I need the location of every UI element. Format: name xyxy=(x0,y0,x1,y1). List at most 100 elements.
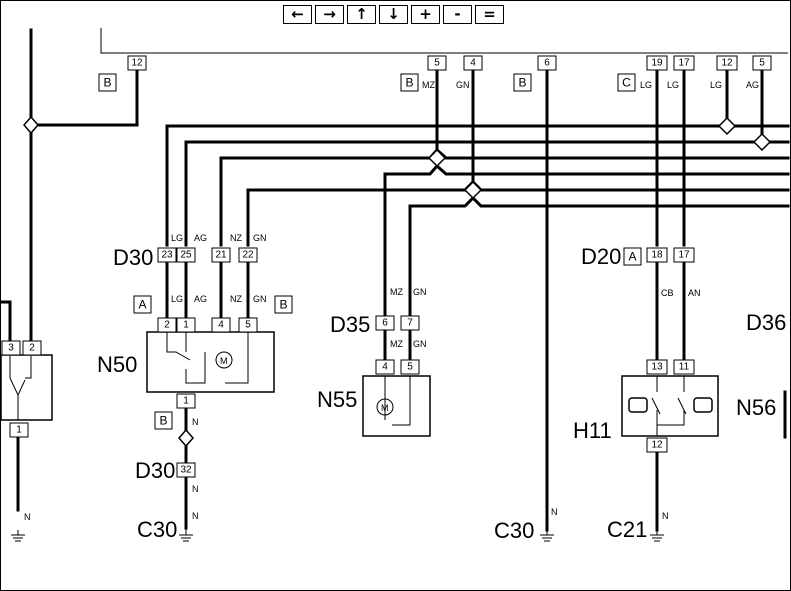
wire-ag-bus xyxy=(184,140,790,247)
svg-text:22: 22 xyxy=(242,250,254,261)
component-label-n55: N55 xyxy=(317,387,357,412)
component-label-c30: C30 xyxy=(137,517,177,542)
wire-label: AG xyxy=(194,233,207,243)
svg-text:5: 5 xyxy=(759,58,765,69)
connector-tag: B xyxy=(513,73,532,92)
pan-down-button[interactable]: ↓ xyxy=(379,5,408,24)
svg-text:4: 4 xyxy=(382,362,388,373)
pan-right-button[interactable]: → xyxy=(315,5,344,24)
wire-label: LG xyxy=(640,80,652,90)
svg-text:18: 18 xyxy=(651,250,663,261)
svg-text:2: 2 xyxy=(164,320,170,331)
ground-icon xyxy=(179,528,193,542)
connector-pin: 2 xyxy=(157,317,177,333)
wire-label: CB xyxy=(661,288,674,298)
wire-label: AG xyxy=(194,294,207,304)
junction-node xyxy=(717,116,737,136)
junction-node xyxy=(23,115,39,135)
h11-wiring xyxy=(656,376,685,436)
svg-text:23: 23 xyxy=(161,250,173,261)
component-label-c21: C21 xyxy=(607,517,647,542)
connector-pin: 6 xyxy=(375,315,395,331)
n50-body xyxy=(146,331,275,393)
n55-wiring xyxy=(384,376,411,426)
zoom-in-button[interactable]: + xyxy=(411,5,440,24)
junction-node xyxy=(463,180,483,200)
svg-text:4: 4 xyxy=(218,320,224,331)
wire-label: GN xyxy=(456,80,470,90)
svg-text:5: 5 xyxy=(407,362,413,373)
ground-icon xyxy=(650,530,664,542)
junction-node xyxy=(752,132,772,152)
component-label-d30: D30 xyxy=(113,245,153,270)
wire-label: N xyxy=(192,484,199,494)
connector-pin: 5 xyxy=(400,359,420,375)
connector-pin: 32 xyxy=(176,462,196,478)
svg-text:A: A xyxy=(628,250,636,264)
connector-tag: B xyxy=(274,295,293,314)
component-label-d30-ground: D30 xyxy=(135,458,175,483)
left-component-body xyxy=(0,354,53,421)
wire-label: LG xyxy=(171,233,183,243)
connector-tag: A xyxy=(133,295,152,314)
pan-left-button[interactable]: ← xyxy=(283,5,312,24)
zoom-out-button[interactable]: - xyxy=(443,5,472,24)
zoom-fit-button[interactable]: = xyxy=(475,5,504,24)
wire-label: N xyxy=(24,512,31,522)
connector-pin: 19 xyxy=(646,55,668,71)
wire-label: MZ xyxy=(390,339,403,349)
pan-up-button[interactable]: ↑ xyxy=(347,5,376,24)
svg-text:13: 13 xyxy=(651,362,663,373)
connector-pin: 12 xyxy=(716,55,738,71)
svg-text:17: 17 xyxy=(678,58,690,69)
door-icon xyxy=(693,397,713,413)
connector-pin: 7 xyxy=(400,315,420,331)
ground-icon xyxy=(11,530,25,542)
svg-text:A: A xyxy=(138,298,146,312)
wire-lg-bus xyxy=(165,124,790,247)
svg-text:2: 2 xyxy=(29,343,35,354)
connector-pin: 4 xyxy=(211,317,231,333)
svg-text:11: 11 xyxy=(679,362,690,373)
connector-pin: 17 xyxy=(673,247,695,263)
connector-pin: 5 xyxy=(752,55,772,71)
wire-label: N xyxy=(662,511,669,521)
svg-text:B: B xyxy=(279,298,287,312)
wire-label: NZ xyxy=(230,294,242,304)
connector-pin: 13 xyxy=(646,359,668,375)
wire-mz-d35 xyxy=(383,163,790,317)
svg-text:17: 17 xyxy=(678,250,690,261)
svg-text:12: 12 xyxy=(651,440,663,451)
connector-pin: 5 xyxy=(427,55,447,71)
connector-pin: 5 xyxy=(238,317,258,333)
svg-text:4: 4 xyxy=(470,58,476,69)
svg-text:1: 1 xyxy=(16,425,22,436)
top-connector-outline xyxy=(100,28,788,54)
svg-text:25: 25 xyxy=(180,250,192,261)
svg-text:3: 3 xyxy=(8,343,14,354)
wire-label: GN xyxy=(253,294,267,304)
component-label-d36: D36 xyxy=(746,310,786,335)
toolbar: ← → ↑ ↓ + - = xyxy=(283,5,504,26)
svg-text:5: 5 xyxy=(434,58,440,69)
connector-pin: 12 xyxy=(127,55,147,71)
connector-pin: 17 xyxy=(673,55,695,71)
motor-label: M xyxy=(381,403,389,413)
wire-label: MZ xyxy=(422,80,435,90)
h11-switch-contacts xyxy=(651,397,687,415)
junction-node xyxy=(178,428,194,448)
svg-text:1: 1 xyxy=(183,320,189,331)
wire-label: N xyxy=(192,417,199,427)
connector-pin: 25 xyxy=(176,247,196,263)
connector-pin: 6 xyxy=(537,55,557,71)
motor-label: M xyxy=(220,356,228,366)
wire-label: N xyxy=(551,507,558,517)
component-label-d35: D35 xyxy=(330,312,370,337)
svg-text:32: 32 xyxy=(180,465,192,476)
connector-pin: 4 xyxy=(375,359,395,375)
component-label-c30-right: C30 xyxy=(494,518,534,543)
wire-left-partial xyxy=(0,300,12,342)
junction-node xyxy=(427,148,447,168)
connector-pin: 12 xyxy=(646,437,668,453)
